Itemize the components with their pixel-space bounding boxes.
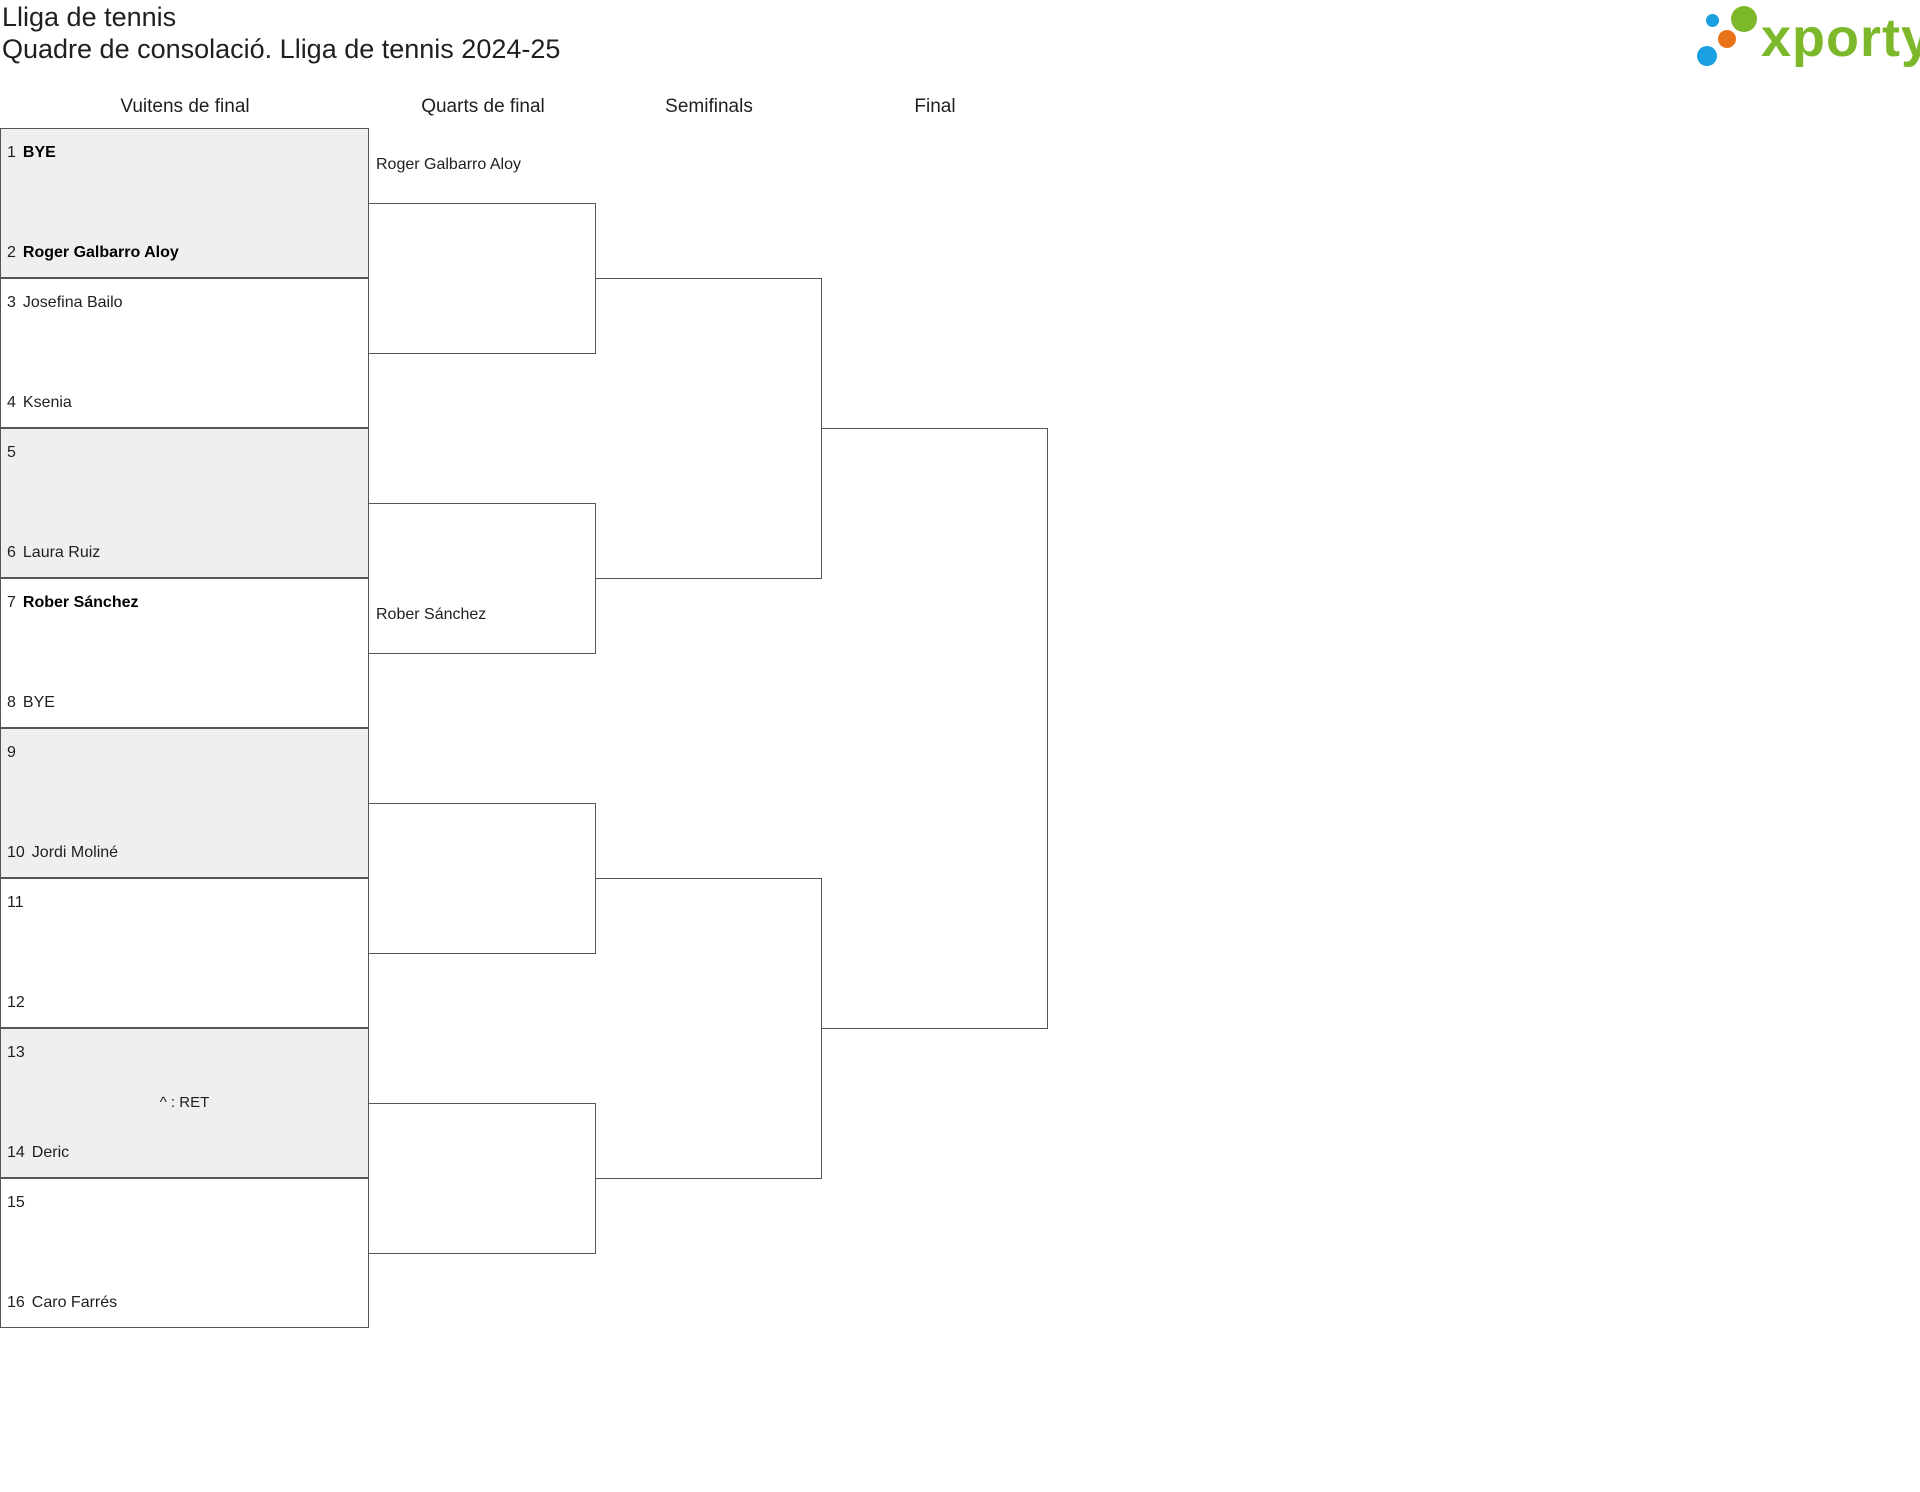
- match-7-result: ^ : RET: [159, 1094, 210, 1111]
- match-7-player-a: 13: [7, 1044, 25, 1061]
- quarterfinal-bracket-2: [369, 503, 596, 654]
- logo-dot-blue-small-icon: [1706, 14, 1719, 27]
- round-header-final: Final: [914, 96, 956, 117]
- logo-dot-orange-icon: [1718, 30, 1736, 48]
- quarterfinal-bracket-3: [369, 803, 596, 954]
- semifinal-bracket-2: [595, 878, 822, 1179]
- match-6-player-a: 11: [7, 894, 24, 911]
- match-3-player-a: 5: [7, 444, 16, 461]
- match-5-player-a: 9: [7, 744, 16, 761]
- page-subtitle: Quadre de consolació. Lliga de tennis 20…: [2, 34, 561, 64]
- xporty-logo: xporty: [1690, 2, 1920, 68]
- match-6-player-b: 12: [7, 994, 25, 1011]
- match-6: 11 12: [0, 878, 369, 1028]
- round-header-round-of-16: Vuitens de final: [120, 96, 250, 117]
- logo-dot-green-icon: [1731, 6, 1757, 32]
- round-header-semifinals: Semifinals: [665, 96, 753, 117]
- match-8-player-a: 15: [7, 1194, 25, 1211]
- quarterfinal-player-2: Rober Sánchez: [376, 606, 487, 623]
- quarterfinal-bracket-4: [369, 1103, 596, 1254]
- quarterfinal-bracket-1: [369, 203, 596, 354]
- quarterfinal-player-1: Roger Galbarro Aloy: [376, 156, 521, 173]
- logo-wordmark: xporty: [1761, 8, 1920, 68]
- page-title: Lliga de tennis: [2, 2, 177, 32]
- logo-dot-blue-large-icon: [1697, 46, 1717, 66]
- round-header-quarterfinals: Quarts de final: [421, 96, 545, 117]
- semifinal-bracket-1: [595, 278, 822, 579]
- final-bracket: [821, 428, 1048, 1029]
